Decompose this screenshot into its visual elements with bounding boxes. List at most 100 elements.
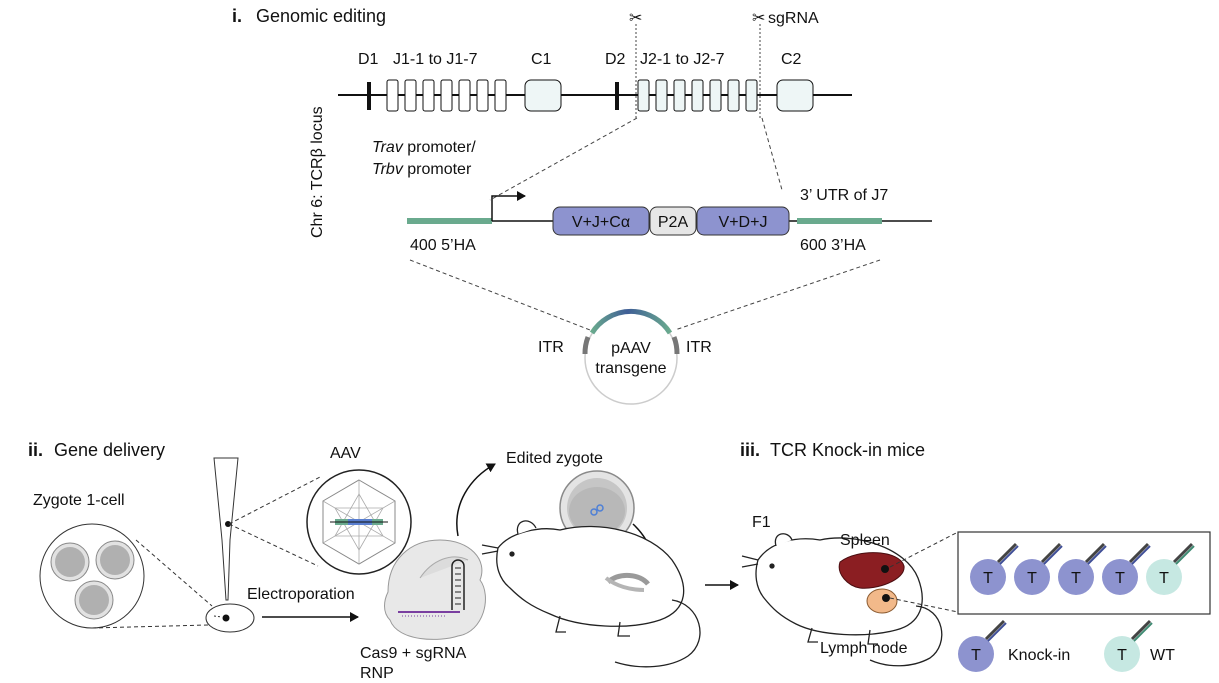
zygote-icon (95, 540, 135, 580)
section-number: i. (232, 6, 242, 26)
zoom-line (91, 624, 209, 629)
edited-zygote-label: Edited zygote (506, 450, 603, 467)
itr-right-arc (671, 336, 680, 355)
svg-text:T: T (1117, 647, 1127, 664)
tcell-knockin: T (1102, 542, 1151, 595)
section-title: Genomic editing (256, 6, 386, 26)
j2-exons (637, 79, 758, 112)
plasmid-insert-arc (589, 308, 673, 335)
d2-label: D2 (605, 51, 626, 68)
tcell-knockin: T (1058, 542, 1107, 595)
legend-knockin-cell (958, 636, 994, 672)
exon (709, 79, 722, 112)
zygote-label: Zygote 1-cell (33, 492, 125, 509)
lymph-node-label: Lymph node (820, 640, 908, 657)
plasmid-diagram: ITR ITR pAAV transgene (538, 308, 712, 405)
plasmid-name-line2: transgene (595, 360, 666, 377)
sgrna-label: sgRNA (768, 10, 819, 27)
exon (673, 79, 686, 112)
zygote-icon (74, 580, 114, 620)
zygote-icon (50, 542, 90, 582)
exon (404, 79, 417, 112)
lymph-node-organ (866, 588, 898, 614)
zygote-nucleus (222, 614, 230, 622)
cassette-vjca-label: V+J+Cα (572, 214, 630, 231)
j1-exons (386, 79, 507, 112)
cassette-vdj-label: V+D+J (719, 214, 768, 231)
electroporation-label: Electroporation (247, 586, 355, 603)
itr-left-arc (582, 336, 591, 355)
legend-knockin-label: Knock-in (1008, 647, 1070, 664)
scissors-icon: ✂ (752, 10, 765, 27)
svg-text:T: T (1115, 570, 1125, 587)
curved-arrow (456, 463, 496, 537)
aav-capsid-icon (306, 469, 412, 575)
homology-arm-left (407, 218, 492, 224)
cassette-p2a (649, 206, 697, 236)
homology-arm-right (797, 218, 882, 224)
svg-text:T: T (1027, 570, 1037, 587)
section-tcr-knockin-mice: iii. TCR Knock-in mice F1 Spleen Lymph n… (740, 440, 1211, 672)
cassette-vjca (552, 206, 650, 236)
promoter-line-1: Trav promoter/ (372, 139, 476, 156)
surrogate-mouse-icon (481, 520, 701, 668)
exon (440, 79, 453, 112)
plasmid-zoom-line-left (409, 259, 591, 331)
tcell-knockin: T (970, 542, 1019, 595)
pipette-dot (225, 521, 231, 527)
exon (476, 79, 489, 112)
section-title: Gene delivery (54, 440, 165, 460)
plasmid-name-line1: pAAV (611, 340, 651, 357)
c1-segment (524, 79, 562, 112)
locus-side-label: Chr 6: TCRβ locus (309, 106, 326, 238)
zoom-line (889, 597, 959, 613)
lymph-node-dot (882, 594, 890, 602)
ha-left-label: 400 5’HA (410, 237, 476, 254)
plasmid-zoom-line-right (674, 259, 881, 331)
section-gene-delivery: ii. Gene delivery Zygote 1-cell AAV (28, 440, 739, 682)
c1-label: C1 (531, 51, 552, 68)
legend-wt-label: WT (1150, 647, 1175, 664)
ha-right-label: 600 3’HA (800, 237, 866, 254)
cassette-p2a-label: P2A (658, 214, 689, 231)
legend-wt-cell (1104, 636, 1140, 672)
svg-text:T: T (971, 647, 981, 664)
zoom-line (889, 531, 959, 568)
rnp-label-line1: Cas9 + sgRNA (360, 645, 467, 662)
c2-label: C2 (781, 51, 802, 68)
svg-text:T: T (1071, 570, 1081, 587)
zoom-line (228, 523, 319, 567)
rnp-label-line2: RNP (360, 665, 394, 682)
zygote-closeup (205, 603, 255, 633)
svg-text:T: T (983, 570, 993, 587)
spleen-label: Spleen (840, 532, 890, 549)
exon (494, 79, 507, 112)
promoter-arrow-icon (491, 191, 526, 221)
exon (655, 79, 668, 112)
utr-label: 3’ UTR of J7 (800, 187, 888, 204)
c2-segment (776, 79, 814, 112)
section-number: ii. (28, 440, 43, 460)
d1-label: D1 (358, 51, 379, 68)
zoom-line (135, 539, 213, 607)
exon (458, 79, 471, 112)
section-title: TCR Knock-in mice (770, 440, 925, 460)
j2-label: J2-1 to J2-7 (640, 51, 725, 68)
tcell-knockin: T (1014, 542, 1063, 595)
f1-label: F1 (752, 514, 771, 531)
legend-knockin: T Knock-in (958, 619, 1070, 672)
zoom-line (228, 475, 323, 525)
scissors-icon: ✂ (629, 10, 642, 27)
zoom-line-left (489, 117, 638, 201)
cas9-rnp-icon (384, 539, 486, 640)
spleen-dot (881, 565, 889, 573)
exon (691, 79, 704, 112)
micropipette-icon (213, 457, 239, 601)
j1-label: J1-1 to J1-7 (393, 51, 478, 68)
cassette-vdj (696, 206, 790, 236)
exon (422, 79, 435, 112)
tcell-wt: T (1146, 542, 1195, 595)
exon (386, 79, 399, 112)
svg-text:T: T (1159, 570, 1169, 587)
spleen-organ (838, 552, 905, 589)
